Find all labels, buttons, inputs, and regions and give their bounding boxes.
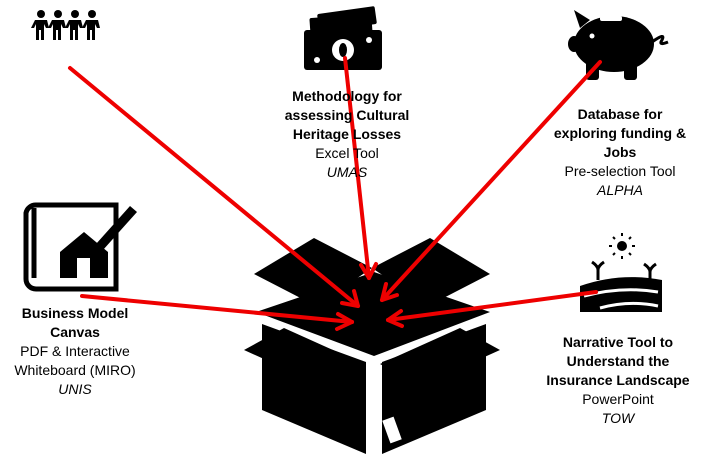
landscape-icon	[580, 233, 662, 312]
canvas-subtitle-2: Whiteboard (MIRO)	[14, 362, 136, 378]
blueprint-house-icon	[23, 202, 137, 292]
database-org: ALPHA	[597, 182, 643, 198]
canvas-subtitle-1: PDF & Interactive	[20, 343, 130, 359]
database-label: Database for exploring funding & Jobs Pr…	[540, 105, 700, 200]
methodology-title-2: assessing Cultural	[284, 107, 410, 123]
canvas-title-2: Canvas	[50, 324, 100, 340]
database-title-2: exploring funding &	[553, 125, 687, 141]
methodology-title-1: Methodology for	[292, 88, 402, 104]
piggy-bank-icon	[568, 10, 669, 80]
narrative-subtitle: PowerPoint	[582, 391, 654, 407]
open-box-icon	[244, 238, 500, 454]
arrow-from-canvas	[80, 294, 354, 331]
narrative-title-2: Understand the	[566, 353, 670, 369]
methodology-subtitle: Excel Tool	[315, 145, 379, 161]
database-subtitle: Pre-selection Tool	[564, 163, 676, 179]
narrative-org: TOW	[601, 410, 635, 426]
narrative-title-1: Narrative Tool to	[562, 334, 674, 350]
canvas-label: Business Model Canvas PDF & Interactive …	[0, 304, 150, 399]
narrative-label: Narrative Tool to Understand the Insuran…	[533, 333, 703, 428]
arrow-from-database	[380, 60, 602, 302]
canvas-title-1: Business Model	[21, 305, 129, 321]
methodology-title-3: Heritage Losses	[292, 126, 402, 142]
database-title-3: Jobs	[603, 144, 637, 160]
banknote-icon	[304, 6, 382, 70]
arrow-from-methodology	[343, 56, 378, 280]
database-title-1: Database for	[577, 106, 663, 122]
arrows	[68, 56, 602, 331]
methodology-label: Methodology for assessing Cultural Herit…	[262, 87, 432, 182]
methodology-org: UMAS	[326, 164, 368, 180]
arrow-from-narrative	[386, 290, 598, 328]
narrative-title-3: Insurance Landscape	[546, 372, 690, 388]
people-icon	[31, 10, 100, 40]
arrow-from-people	[68, 66, 360, 308]
canvas-org: UNIS	[58, 381, 92, 397]
